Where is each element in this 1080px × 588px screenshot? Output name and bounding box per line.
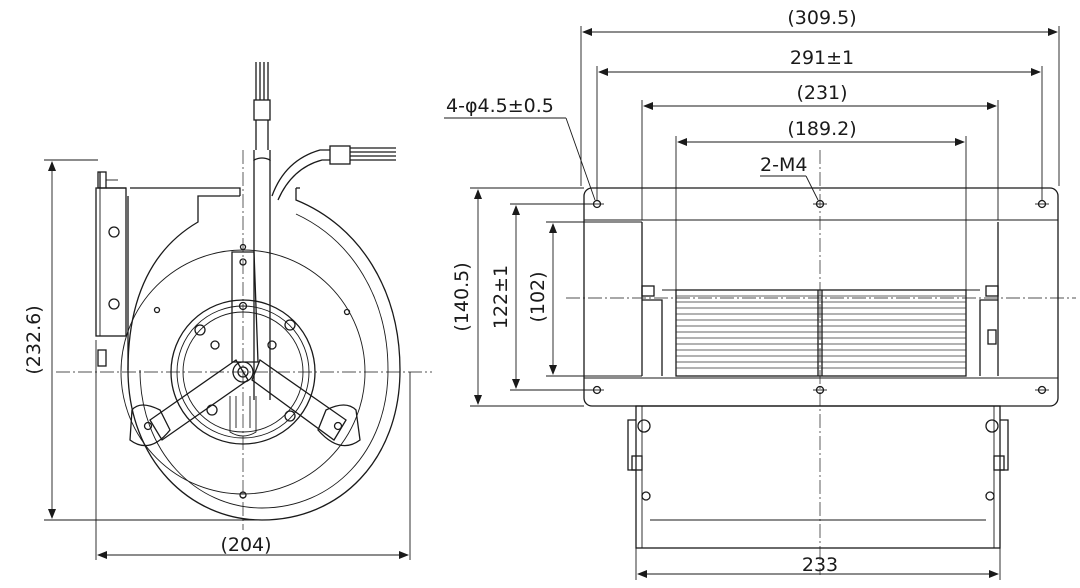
side-view: (309.5) 291±1 (231) (189.2) 2-M4: [444, 7, 1076, 580]
impeller-blades: [675, 289, 967, 377]
bottom-width-dimension: 233: [635, 548, 1001, 580]
mount-span-label: 291±1: [790, 47, 854, 69]
thread-label: 2-M4: [760, 154, 807, 176]
bottom-width-label: 233: [802, 554, 838, 576]
mount-span-dimension: 291±1: [596, 47, 1043, 200]
motor-flange: [95, 171, 127, 367]
hole-label: 4-φ4.5±0.5: [446, 95, 554, 117]
front-view: (232.6) (204): [23, 62, 432, 560]
hub-bolts: [153, 243, 351, 499]
mount-height-label: 122±1: [490, 265, 512, 329]
outlet-body: [627, 405, 1009, 549]
housing-width-dimension: (231): [641, 82, 999, 220]
thread-callout: 2-M4: [760, 154, 819, 201]
overall-length-dimension: (309.5): [580, 7, 1060, 186]
mounting-plate: [583, 187, 1059, 407]
mount-height-dimension: 122±1: [490, 203, 594, 391]
outlet-height-dimension: (102): [527, 221, 642, 377]
front-height-dimension: (232.6): [23, 159, 262, 521]
overall-length-label: (309.5): [787, 7, 856, 29]
hole-callout: 4-φ4.5±0.5: [444, 95, 596, 201]
front-height-label: (232.6): [23, 305, 45, 374]
impeller-width-label: (189.2): [787, 118, 856, 140]
outlet-height-label: (102): [527, 271, 549, 322]
outer-height-label: (140.5): [451, 262, 473, 331]
support-bracket: [129, 251, 361, 447]
front-width-dimension: (204): [95, 340, 411, 560]
housing-width-label: (231): [796, 82, 847, 104]
front-width-label: (204): [220, 534, 271, 556]
outer-height-dimension: (140.5): [451, 187, 584, 407]
scroll-housing: [127, 187, 401, 521]
cables: [253, 62, 396, 400]
impeller-width-dimension: (189.2): [675, 118, 967, 290]
